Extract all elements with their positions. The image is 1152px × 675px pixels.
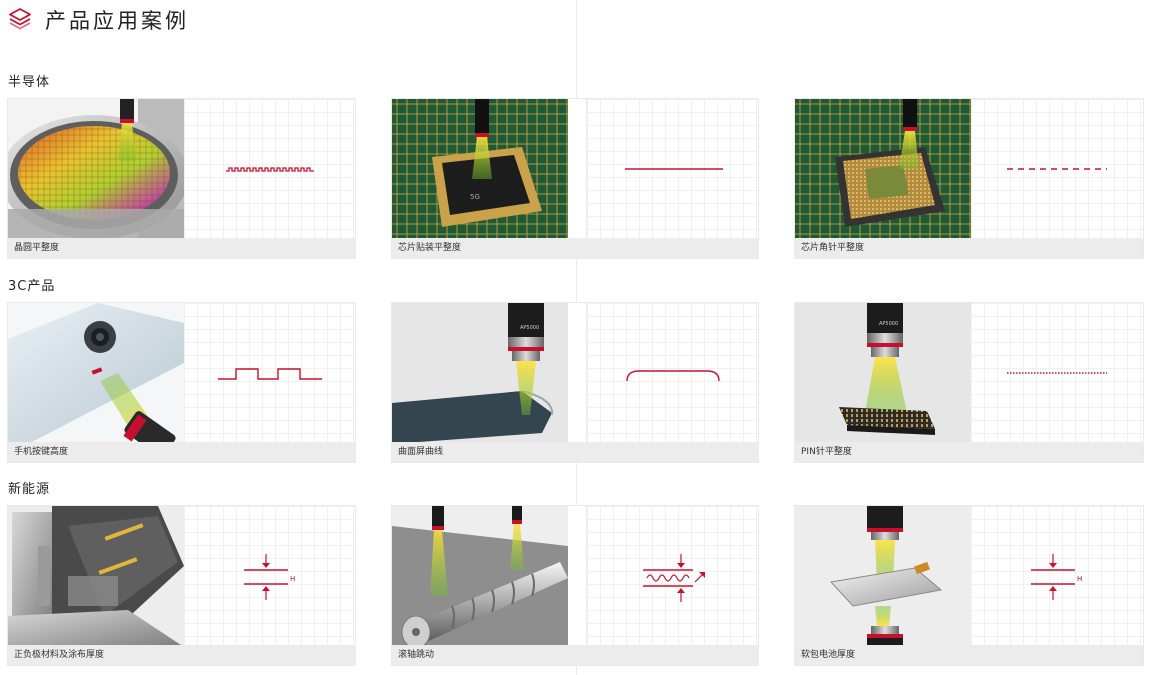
case-caption: 晶圆平整度 — [8, 238, 355, 258]
case-caption: 正负极材料及涂布厚度 — [8, 645, 355, 665]
case-caption: 软包电池厚度 — [795, 645, 1143, 665]
case-caption: 滚轴跳动 — [392, 645, 758, 665]
signal-diagram: H — [184, 506, 355, 647]
case-photo — [8, 506, 184, 647]
case-photo — [795, 506, 971, 647]
case-card-curved-screen[interactable]: AP5000 曲面屏曲线 — [391, 302, 759, 463]
page-title: 产品应用案例 — [45, 9, 189, 33]
section-title-new-energy: 新能源 — [8, 482, 51, 497]
case-card-phone-button-height[interactable]: 手机按键高度 — [7, 302, 356, 463]
svg-text:H: H — [1077, 575, 1082, 583]
case-card-chip-mount-flatness[interactable]: 5G 芯片贴装平整度 — [391, 98, 759, 259]
case-card-wafer-flatness[interactable]: 晶圆平整度 — [7, 98, 356, 259]
case-card-pin-flatness[interactable]: AP5000 PIN针平整度 — [794, 302, 1144, 463]
signal-diagram — [184, 303, 355, 444]
signal-diagram: H — [971, 506, 1143, 647]
case-photo — [8, 303, 184, 444]
svg-text:H: H — [290, 575, 295, 583]
case-card-pouch-battery-thickness[interactable]: H 软包电池厚度 — [794, 505, 1144, 666]
layers-icon — [8, 6, 32, 34]
signal-diagram — [586, 506, 758, 648]
case-photo — [795, 99, 971, 240]
signal-diagram — [586, 303, 758, 445]
svg-text:AP5000: AP5000 — [879, 321, 898, 327]
svg-text:AP5000: AP5000 — [520, 325, 539, 331]
page-header: 产品应用案例 — [8, 6, 189, 34]
case-photo: AP5000 — [392, 303, 568, 444]
svg-text:5G: 5G — [470, 193, 480, 201]
signal-diagram — [586, 99, 758, 241]
case-card-roller-runout[interactable]: 滚轴跳动 — [391, 505, 759, 666]
case-photo — [8, 99, 184, 240]
case-card-chip-pin-flatness[interactable]: 芯片角针平整度 — [794, 98, 1144, 259]
case-photo: AP5000 — [795, 303, 971, 444]
signal-diagram — [971, 99, 1143, 240]
case-photo — [392, 506, 568, 647]
case-card-electrode-coating-thickness[interactable]: H 正负极材料及涂布厚度 — [7, 505, 356, 666]
case-caption: PIN针平整度 — [795, 442, 1143, 462]
case-caption: 芯片贴装平整度 — [392, 238, 758, 258]
section-title-semiconductor: 半导体 — [8, 75, 51, 90]
case-caption: 芯片角针平整度 — [795, 238, 1143, 258]
case-photo: 5G — [392, 99, 568, 240]
section-title-3c: 3C产品 — [8, 279, 56, 294]
case-caption: 曲面屏曲线 — [392, 442, 758, 462]
signal-diagram — [971, 303, 1143, 444]
case-caption: 手机按键高度 — [8, 442, 355, 462]
signal-diagram — [184, 99, 355, 240]
